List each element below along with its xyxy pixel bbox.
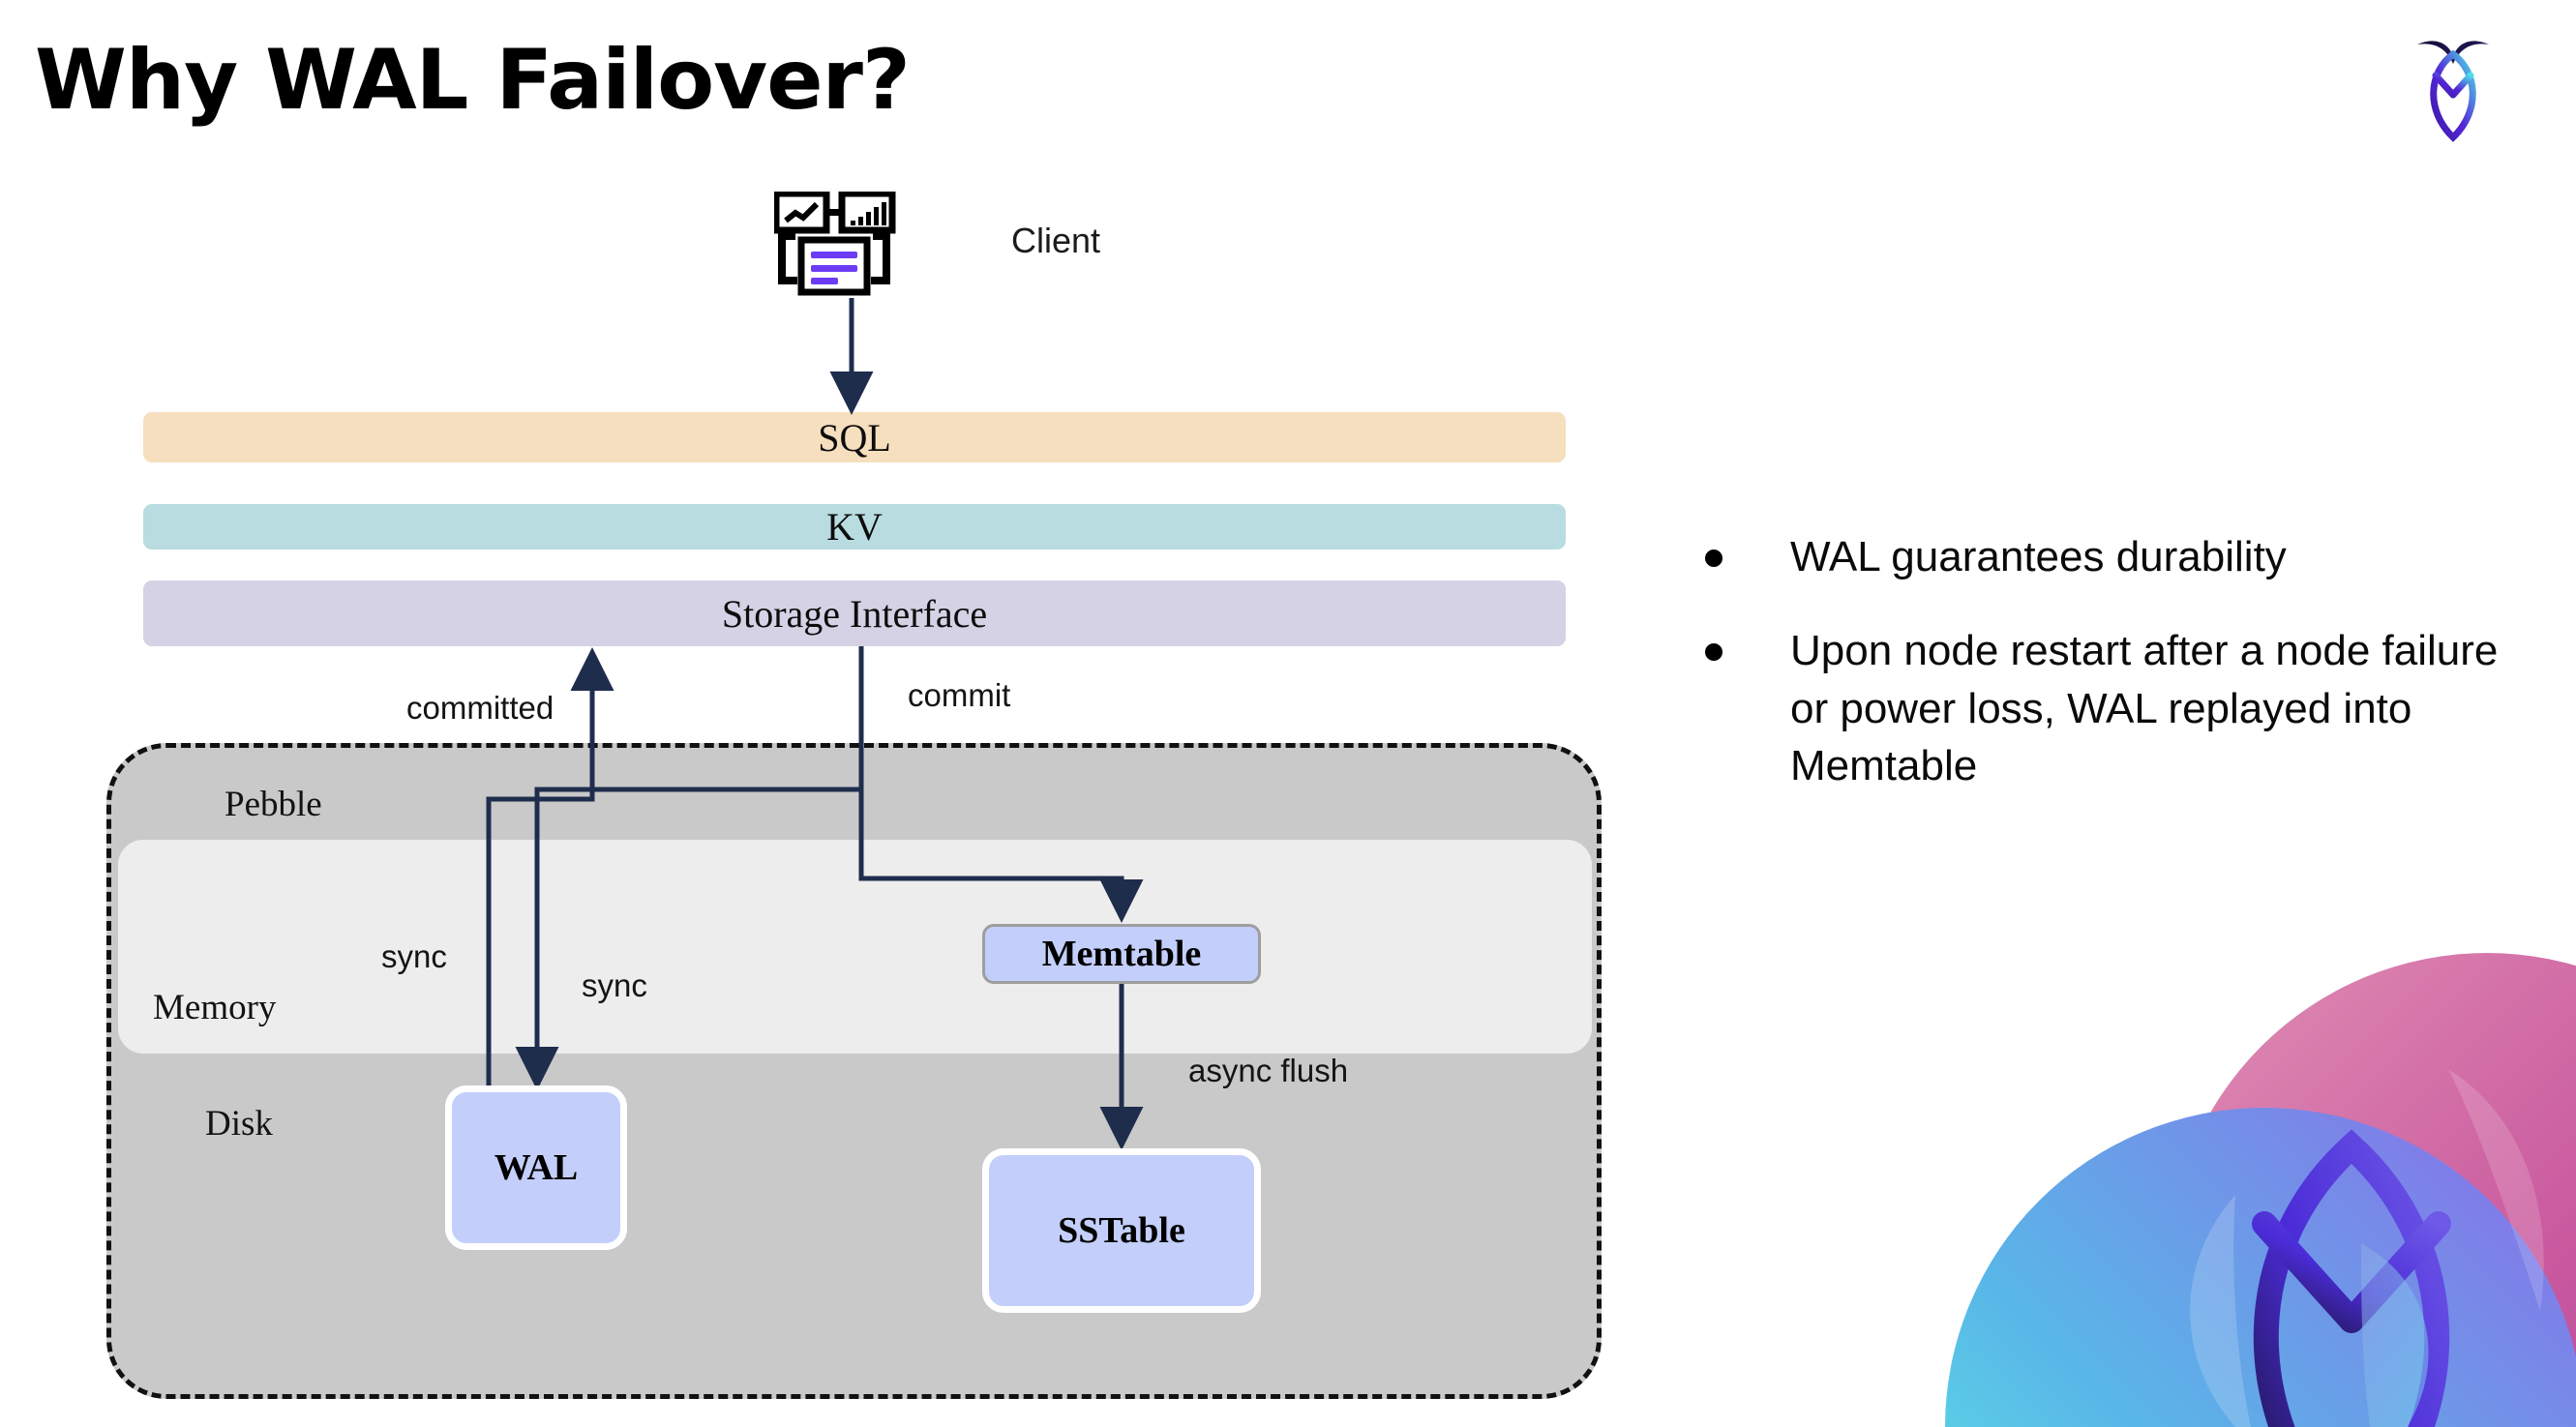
flow-label-sync-left: sync: [381, 938, 447, 974]
layer-bar-storage-interface-label: Storage Interface: [721, 591, 988, 636]
page-title: Why WAL Failover?: [35, 32, 911, 129]
memory-zone: [118, 840, 1592, 1054]
bullet-dot-icon: [1705, 643, 1722, 662]
disk-label: Disk: [205, 1104, 273, 1144]
node-memtable: Memtable: [982, 924, 1261, 984]
memory-label: Memory: [153, 988, 277, 1027]
layer-bar-kv-label: KV: [826, 505, 883, 549]
client-label: Client: [1011, 221, 1101, 260]
list-item: WAL guarantees durability: [1705, 528, 2547, 585]
layer-bar-sql-label: SQL: [818, 415, 891, 460]
node-sstable-label: SSTable: [1058, 1210, 1185, 1251]
flow-label-sync-right: sync: [582, 967, 647, 1003]
node-wal: WAL: [445, 1085, 627, 1250]
cockroach-logo-icon: [2410, 21, 2497, 147]
client-terminal-icon: [772, 190, 929, 298]
node-sstable: SSTable: [982, 1148, 1261, 1313]
node-memtable-label: Memtable: [1041, 934, 1202, 974]
layer-bar-storage-interface: Storage Interface: [143, 580, 1566, 646]
flow-label-commit: commit: [908, 677, 1011, 713]
bullet-list: WAL guarantees durability Upon node rest…: [1705, 528, 2547, 832]
cockroach-gradient-artwork-icon: [1945, 924, 2576, 1427]
pebble-label: Pebble: [225, 785, 322, 824]
flow-label-async-flush: async flush: [1188, 1053, 1349, 1088]
layer-bar-kv: KV: [143, 504, 1566, 550]
flow-label-committed: committed: [406, 690, 554, 726]
bullet-text: WAL guarantees durability: [1790, 533, 2287, 580]
list-item: Upon node restart after a node failure o…: [1705, 622, 2547, 794]
bullet-text: Upon node restart after a node failure o…: [1790, 627, 2499, 790]
layer-bar-sql: SQL: [143, 412, 1566, 462]
node-wal-label: WAL: [494, 1147, 579, 1188]
bullet-dot-icon: [1705, 550, 1722, 567]
